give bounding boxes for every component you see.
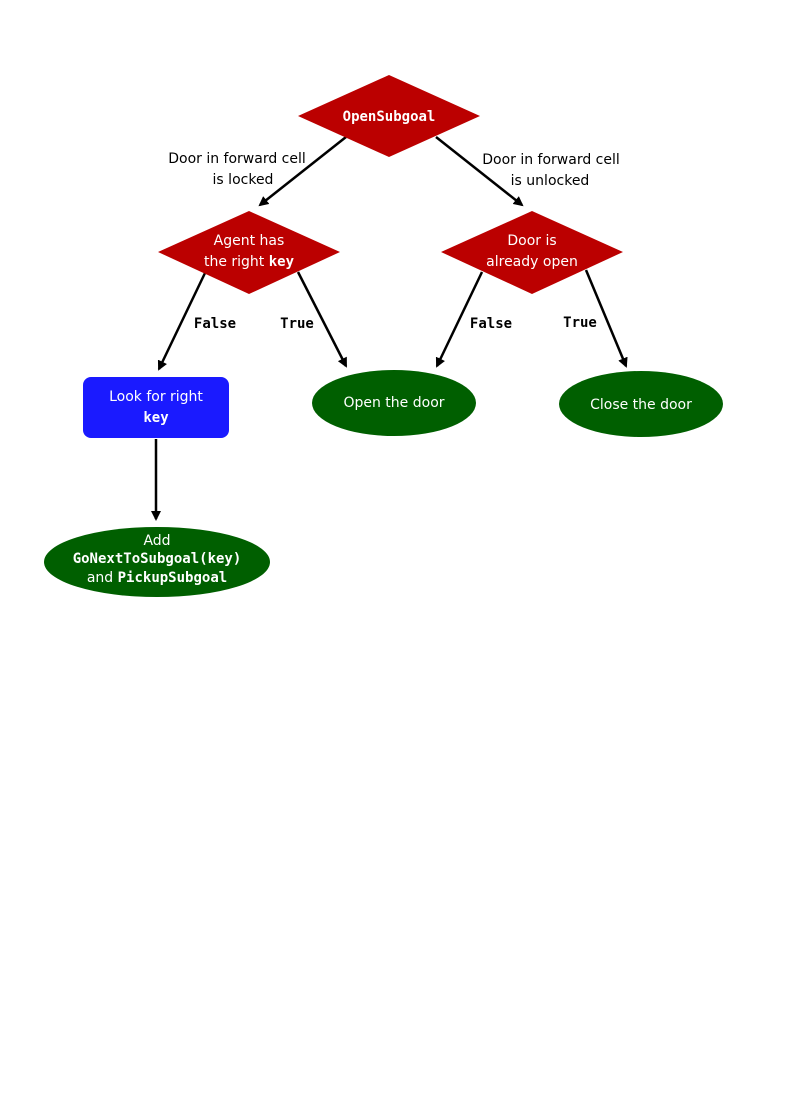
action-ellipse	[559, 371, 723, 437]
edge-key-true	[296, 271, 348, 368]
decision-diamond	[298, 75, 480, 157]
action-ellipse	[312, 370, 476, 436]
edge-root-to-door-open	[435, 136, 524, 207]
edge-label-open-true: True	[563, 315, 597, 331]
edge-key-false	[157, 272, 207, 371]
node-label-line2: already open	[486, 254, 578, 270]
edge-label-open-false: False	[470, 316, 512, 332]
edge-label-key-false: False	[194, 316, 236, 332]
edge-open-false	[435, 271, 484, 368]
node-label: OpenSubgoal	[343, 109, 436, 125]
node-label: Open the door	[343, 395, 444, 411]
node-door-already-open: Door is already open	[441, 211, 623, 294]
edge-open-true	[584, 269, 628, 368]
edge-label-locked-line1: Door in forward cell	[168, 151, 306, 167]
node-label-line2: key	[143, 410, 169, 426]
decision-diamond	[158, 211, 340, 294]
edge-label-unlocked-line1: Door in forward cell	[482, 152, 620, 168]
node-agent-has-key: Agent has the right key	[158, 211, 340, 294]
node-open-subgoal: OpenSubgoal	[298, 75, 480, 157]
node-label: Close the door	[590, 397, 692, 413]
node-label-line1: Agent has	[214, 233, 285, 249]
node-label-line1: Add	[143, 533, 170, 549]
node-add-subgoals: Add GoNextToSubgoal(key) and PickupSubgo…	[44, 527, 270, 597]
node-open-the-door: Open the door	[312, 370, 476, 436]
node-label-line1: Door is	[507, 233, 556, 249]
edge-label-unlocked-line2: is unlocked	[511, 173, 590, 189]
node-label-line2: the right key	[204, 254, 295, 270]
node-label-line2: GoNextToSubgoal(key)	[73, 551, 242, 567]
decision-diamond	[441, 211, 623, 294]
edge-root-to-agent-has-key	[258, 136, 347, 207]
edge-label-locked-line2: is locked	[213, 172, 274, 188]
edge-label-key-true: True	[280, 316, 314, 332]
node-look-for-key: Look for right key	[83, 377, 229, 438]
action-ellipse	[44, 527, 270, 597]
node-label-line1: Look for right	[109, 389, 203, 405]
node-label-line3: and PickupSubgoal	[87, 570, 227, 586]
node-close-the-door: Close the door	[559, 371, 723, 437]
process-box	[83, 377, 229, 438]
